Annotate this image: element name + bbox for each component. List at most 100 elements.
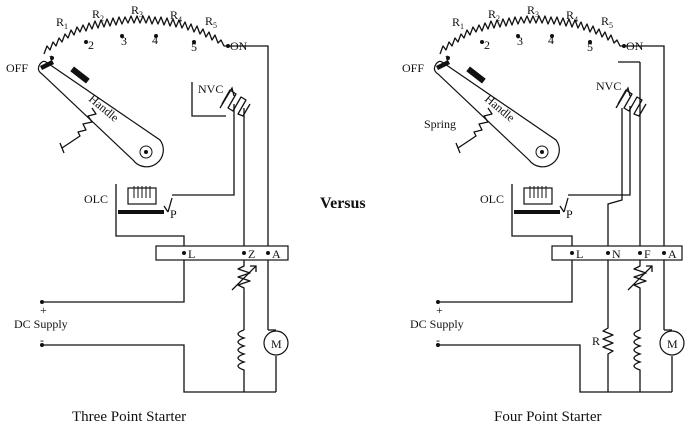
terminal-n-label: N — [612, 247, 621, 261]
supply-label: DC Supply — [14, 317, 68, 331]
olc-plunger — [514, 210, 560, 214]
motor-label: M — [667, 337, 678, 351]
wire-l-to-supply — [42, 260, 185, 303]
handle-contact-tip — [436, 60, 450, 70]
wire-l-to-supply — [438, 260, 573, 303]
three-point-starter: R1 R2 R3 R4 R5 1 2 3 4 5 ON OFF Handle N… — [6, 3, 289, 425]
handle-pivot-outer — [535, 145, 549, 159]
wire-on-to-a — [228, 45, 269, 252]
handle-soft-iron-piece — [70, 66, 90, 84]
stud-3 — [120, 34, 124, 38]
shunt-field-winding — [237, 329, 247, 392]
supply-plus: + — [40, 303, 47, 317]
caption-four-point: Four Point Starter — [494, 409, 602, 425]
olc-plunger — [118, 210, 164, 214]
supply-positive-terminal — [436, 300, 440, 304]
supply-minus: - — [40, 333, 44, 347]
resistor-label-r5: R5 — [601, 14, 613, 30]
starter-handle — [433, 60, 560, 168]
motor-armature — [263, 330, 289, 356]
field-rheostat — [237, 260, 251, 330]
stud-label-1: 1 — [444, 52, 450, 66]
terminal-l-label: L — [188, 247, 195, 261]
resistor-label-r4: R4 — [566, 8, 578, 24]
terminal-z-label: Z — [248, 247, 255, 261]
motor-label: M — [271, 337, 282, 351]
terminal-a-dot — [266, 251, 270, 255]
shunt-field-winding — [633, 329, 643, 392]
resistor-label-r2: R2 — [488, 7, 500, 23]
stud-label-4: 4 — [152, 33, 158, 47]
resistor-label-r3: R3 — [131, 3, 143, 19]
olc-label: OLC — [480, 192, 504, 206]
stud-5 — [588, 40, 592, 44]
rheostat-arrow — [231, 265, 257, 291]
resistor-label-r5: R5 — [205, 14, 217, 30]
resistor-label-r1: R1 — [452, 15, 464, 31]
rheostat-arrow — [627, 265, 653, 291]
stud-3 — [516, 34, 520, 38]
nvc-label: NVC — [596, 79, 621, 93]
starter-resistance-arc — [439, 15, 624, 55]
stud-2 — [84, 40, 88, 44]
starter-resistance-arc — [43, 15, 228, 55]
olc-p-label: P — [566, 207, 573, 221]
terminal-z-dot — [242, 251, 246, 255]
olc-windings — [133, 186, 151, 198]
stud-2 — [480, 40, 484, 44]
stud-label-4: 4 — [548, 33, 554, 47]
stud-label-5: 5 — [587, 40, 593, 54]
handle-pivot-inner — [144, 150, 148, 154]
terminal-l-label: L — [576, 247, 583, 261]
off-label: OFF — [6, 61, 28, 75]
field-rheostat — [633, 260, 647, 330]
olc-contacts — [163, 197, 173, 213]
wire-on-to-a — [624, 45, 665, 252]
terminal-n-dot — [606, 251, 610, 255]
resistor-label-r4: R4 — [170, 8, 182, 24]
four-point-starter: R1 R2 R3 R4 R5 1 2 3 4 5 ON OFF Handle S… — [402, 3, 685, 425]
terminal-strip — [155, 245, 289, 261]
nvc-core — [615, 86, 631, 109]
wire-nvc-to-r — [607, 108, 623, 252]
caption-three-point: Three Point Starter — [72, 409, 186, 425]
resistor-label-r3: R3 — [527, 3, 539, 19]
nvc-core — [219, 86, 235, 109]
stud-5 — [192, 40, 196, 44]
wire-nvc-to-olc — [568, 106, 631, 196]
terminal-a-label: A — [668, 247, 677, 261]
motor-armature — [659, 330, 685, 356]
starter-handle — [37, 60, 164, 168]
resistor-label-r1: R1 — [56, 15, 68, 31]
olc-p-label: P — [170, 207, 177, 221]
handle-spring — [61, 107, 97, 149]
stud-4 — [550, 34, 554, 38]
terminal-a-dot — [662, 251, 666, 255]
terminal-a-label: A — [272, 247, 281, 261]
stud-4 — [154, 34, 158, 38]
wire-a-to-motor — [663, 260, 673, 392]
supply-negative-terminal — [436, 343, 440, 347]
olc-frame — [115, 184, 185, 252]
terminal-l-dot — [570, 251, 574, 255]
handle-pivot-inner — [540, 150, 544, 154]
nvc-coil — [221, 89, 251, 117]
terminal-l-dot — [182, 251, 186, 255]
olc-windings — [529, 186, 547, 198]
supply-minus: - — [436, 333, 440, 347]
terminal-strip — [551, 245, 683, 261]
spring-label: Spring — [424, 117, 456, 131]
stud-1 — [446, 56, 450, 60]
olc-contacts — [559, 197, 569, 213]
handle-pivot-outer — [139, 145, 153, 159]
olc-frame — [511, 184, 573, 252]
supply-negative-terminal — [40, 343, 44, 347]
supply-label: DC Supply — [410, 317, 464, 331]
nvc-series-resistor — [602, 260, 614, 392]
terminal-f-label: F — [644, 247, 651, 261]
wire-nvc-to-olc — [172, 104, 235, 196]
spring-anchor — [455, 142, 461, 154]
wire-supply-return — [42, 344, 276, 393]
off-label: OFF — [402, 61, 424, 75]
